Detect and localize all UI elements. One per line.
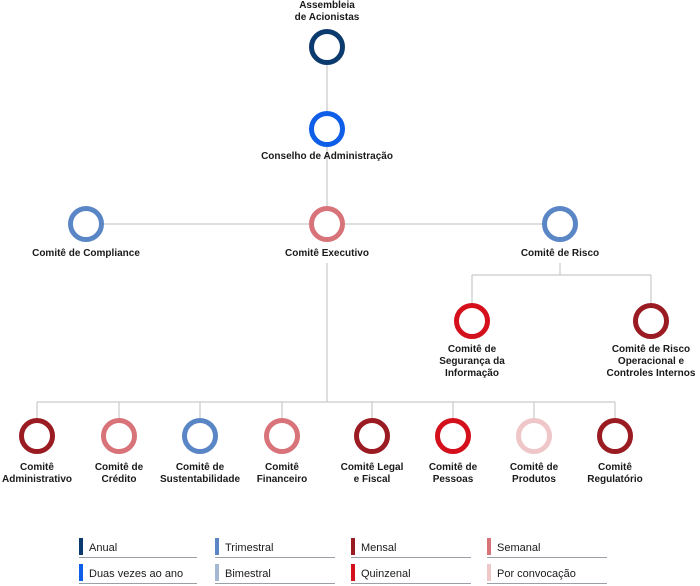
legend-item-anual: Anual bbox=[79, 538, 199, 560]
legend-label: Por convocação bbox=[497, 568, 576, 580]
node-label-assembleia: Assembleia de Acionistas bbox=[294, 0, 360, 23]
legend-label: Bimestral bbox=[225, 568, 271, 580]
legend-underline bbox=[487, 557, 607, 558]
node-circle-risco bbox=[542, 206, 578, 242]
node-label-regulatorio: Comitê Regulatório bbox=[587, 462, 643, 485]
node-label-credito: Comitê de Crédito bbox=[94, 462, 144, 485]
node-circle-pessoas bbox=[435, 418, 471, 454]
node-circle-executivo bbox=[309, 206, 345, 242]
node-label-seguranca: Comitê de Segurança da Informação bbox=[439, 344, 505, 379]
node-circles bbox=[19, 29, 669, 454]
node-label-legal: Comitê Legal e Fiscal bbox=[340, 462, 404, 485]
node-label-risco-operacional: Comitê de Risco Operacional e Controles … bbox=[606, 344, 696, 379]
node-label-executivo: Comitê Executivo bbox=[285, 248, 369, 259]
legend-underline bbox=[215, 557, 335, 558]
legend-item-duas-vezes: Duas vezes ao ano bbox=[79, 564, 199, 586]
legend-label: Quinzenal bbox=[361, 568, 411, 580]
legend-swatch bbox=[79, 538, 83, 555]
node-circle-administrativo bbox=[19, 418, 55, 454]
node-label-risco: Comitê de Risco bbox=[520, 248, 600, 259]
node-label-produtos: Comitê de Produtos bbox=[509, 462, 559, 485]
node-label-conselho: Conselho de Administração bbox=[261, 151, 393, 162]
legend-swatch bbox=[351, 564, 355, 581]
node-circle-risco-operacional bbox=[633, 303, 669, 339]
legend-swatch bbox=[487, 538, 491, 555]
node-label-pessoas: Comitê de Pessoas bbox=[428, 462, 478, 485]
legend-label: Trimestral bbox=[225, 542, 274, 554]
legend-label: Duas vezes ao ano bbox=[89, 568, 184, 580]
node-circle-assembleia bbox=[309, 29, 345, 65]
legend-item-mensal: Mensal bbox=[351, 538, 473, 560]
node-circle-regulatorio bbox=[597, 418, 633, 454]
legend-swatch bbox=[79, 564, 83, 581]
node-circle-conselho bbox=[309, 111, 345, 147]
legend-underline bbox=[79, 557, 197, 558]
node-label-sustentabilidade: Comitê de Sustentabilidade bbox=[159, 462, 240, 485]
node-label-compliance: Comitê de Compliance bbox=[32, 248, 140, 259]
legend-underline bbox=[351, 557, 471, 558]
node-circle-seguranca bbox=[454, 303, 490, 339]
node-circle-credito bbox=[101, 418, 137, 454]
legend-item-quinzenal: Quinzenal bbox=[351, 564, 473, 586]
node-circle-produtos bbox=[516, 418, 552, 454]
legend-item-bimestral: Bimestral bbox=[215, 564, 337, 586]
legend-item-semanal: Semanal bbox=[487, 538, 609, 560]
node-label-administrativo: Comitê Administrativo bbox=[1, 462, 72, 485]
legend-swatch bbox=[215, 564, 219, 581]
legend-swatch bbox=[351, 538, 355, 555]
node-circle-legal bbox=[354, 418, 390, 454]
connector-lines bbox=[36, 65, 652, 418]
legend-swatch bbox=[215, 538, 219, 555]
legend-label: Anual bbox=[89, 542, 118, 554]
legend-label: Semanal bbox=[497, 542, 541, 554]
legend-label: Mensal bbox=[361, 542, 397, 554]
legend-item-por-convocacao: Por convocação bbox=[487, 564, 609, 586]
node-circle-sustentabilidade bbox=[182, 418, 218, 454]
legend-item-trimestral: Trimestral bbox=[215, 538, 337, 560]
node-circle-compliance bbox=[68, 206, 104, 242]
legend-swatch bbox=[487, 564, 491, 581]
node-label-financeiro: Comitê Financeiro bbox=[256, 462, 308, 485]
node-circle-financeiro bbox=[264, 418, 300, 454]
